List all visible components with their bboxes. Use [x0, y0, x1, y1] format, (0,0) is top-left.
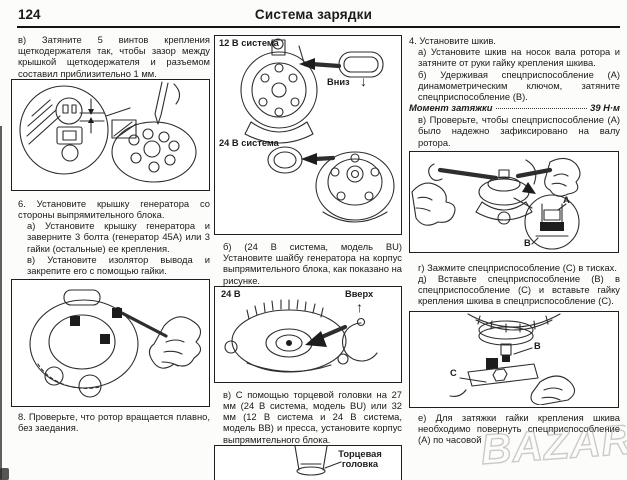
figure-cover-nuts	[11, 279, 210, 408]
paragraph-tighten-e: е) Для затяжки гайки крепления шкива нео…	[418, 411, 620, 446]
dot-leader	[495, 108, 588, 110]
figure-vise-tools: B C	[409, 310, 619, 408]
torque-spec-row: Момент затяжки 39 Н·м	[409, 102, 620, 114]
systems-drawing	[240, 38, 395, 223]
figure-torque-wrench: A B	[409, 150, 619, 253]
clip-drawing	[224, 299, 378, 373]
paragraph-cover-head: 6. Установите крышку генератора со сторо…	[18, 197, 210, 221]
up-arrow-icon: ↑	[356, 298, 363, 315]
middle-column: 12 В система Вниз ↓ 24 В система б) (24 …	[214, 35, 402, 480]
paragraph-socket-press: в) С помощью торцевой головки на 27 мм (…	[223, 388, 402, 445]
label-tool-b: B	[524, 237, 531, 248]
label-tool-a: A	[563, 194, 570, 205]
socket-drawing	[294, 445, 342, 476]
label-24v-system: 24 В система	[219, 138, 279, 148]
right-column: 4. Установите шкив. а) Установите шкив н…	[409, 35, 620, 445]
figure-socket-press: Торцевая головка	[214, 444, 402, 480]
page-number: 124	[18, 7, 41, 22]
label-down: Вниз	[327, 77, 350, 87]
paragraph-pulley-head: 4. Установите шкив.	[409, 35, 496, 46]
figure-24v-clip: 24 В Вверх ↑	[214, 285, 402, 383]
paragraph-vise-g: г) Зажмите спецприспособление (С) в тиск…	[418, 261, 617, 273]
scan-edge-line	[0, 126, 2, 480]
header-rule	[17, 26, 620, 29]
left-column: в) Затяните 5 винтов крепления щеткодерж…	[11, 34, 210, 434]
figure-brush-holder-gap	[11, 78, 210, 191]
paragraph-cover-v: в) Установите изолятор вывода и закрепит…	[27, 253, 210, 277]
vise-tools-drawing	[449, 313, 576, 405]
paragraph-pulley-b: б) Удерживая спецприспособление (А) дина…	[418, 68, 620, 103]
brush-holder-gap-drawing	[19, 81, 197, 183]
down-arrow-icon: ↓	[360, 73, 367, 89]
paragraph-brush-holder: в) Затяните 5 винтов крепления щеткодерж…	[18, 34, 210, 79]
label-tool-c: C	[450, 367, 457, 378]
paragraph-pulley-v: в) Проверьте, чтобы спецприспособление (…	[418, 114, 620, 148]
label-up: Вверх	[345, 288, 374, 299]
torque-wrench-drawing	[411, 157, 581, 250]
label-socket-head: Торцевая головка	[338, 448, 382, 469]
figure-12v-24v-systems: 12 В система Вниз ↓ 24 В система	[214, 35, 402, 235]
label-tool-b2: B	[534, 340, 541, 351]
label-12v-system: 12 В система	[219, 38, 279, 48]
label-24v: 24 В	[221, 288, 241, 299]
torque-label: Момент затяжки	[409, 102, 493, 114]
paragraph-pulley-a: а) Установите шкив на носок вала ротора …	[418, 46, 620, 69]
paragraph-washer: б) (24 В система, модель BU) Установите …	[223, 241, 402, 286]
paragraph-rotor-check: 8. Проверьте, что ротор вращается плавно…	[18, 411, 210, 434]
cover-nuts-drawing	[29, 289, 202, 398]
paragraph-vise-d: д) Вставьте спецприспособление (В) в спе…	[418, 273, 620, 307]
paragraph-cover-a: а) Установите крышку генератора и заверн…	[27, 220, 210, 254]
scan-edge-corner	[0, 468, 9, 480]
torque-value: 39 Н·м	[590, 102, 620, 114]
page-title: Система зарядки	[254, 7, 373, 22]
